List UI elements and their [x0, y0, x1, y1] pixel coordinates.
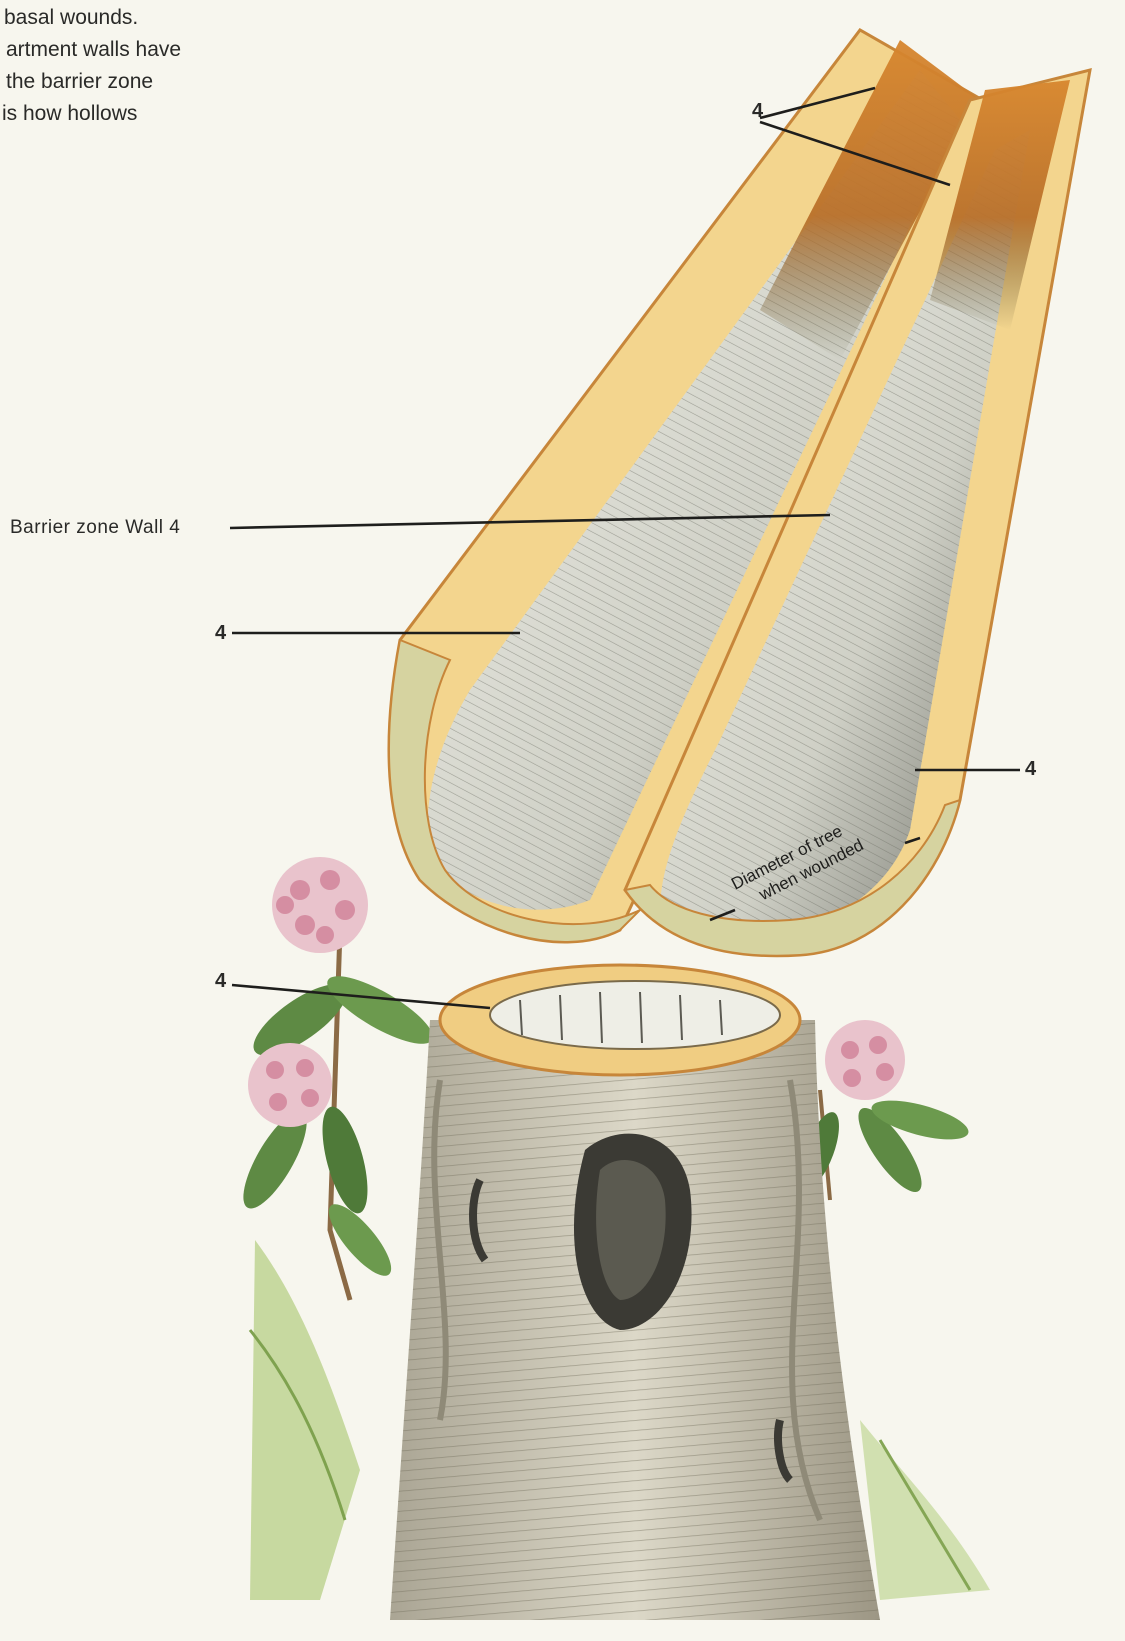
laurel-blossom-upper: [272, 857, 368, 953]
stump-hollow: [490, 981, 780, 1049]
label-left-wall-4: 4: [215, 622, 227, 645]
label-stump-4: 4: [215, 970, 227, 993]
label-top-4: 4: [752, 100, 764, 123]
label-barrier-zone: Barrier zone Wall 4: [10, 517, 180, 539]
tree-stump: [390, 965, 880, 1620]
mountain-laurel-left: [232, 857, 441, 1300]
laurel-blossom-lower: [248, 1043, 332, 1127]
label-right-wall-4: 4: [1025, 758, 1037, 781]
